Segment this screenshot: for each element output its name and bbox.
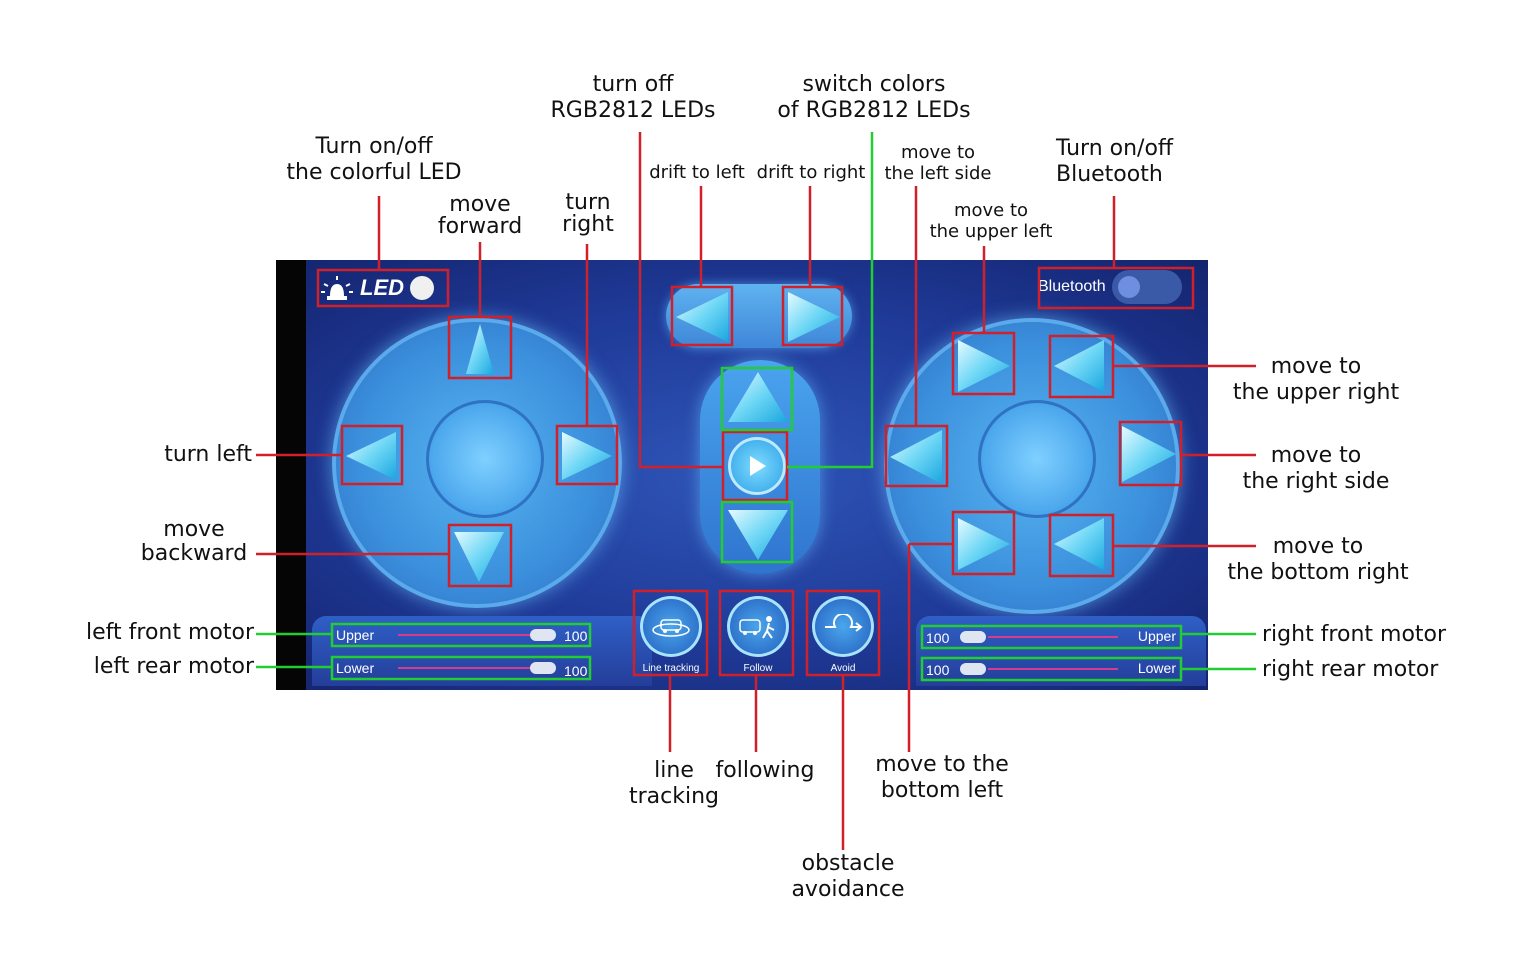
left-rear-slider-label: Lower	[336, 660, 375, 676]
turn-left-arrow-icon[interactable]	[346, 432, 396, 480]
left-front-slider-label: Upper	[336, 627, 375, 643]
annotation-right-rear-motor: right rear motor	[1262, 657, 1439, 682]
right-front-slider-value: 100	[926, 630, 950, 646]
left-front-track	[398, 634, 548, 636]
annotation-drift-right: drift to right	[756, 162, 866, 183]
left-rear-track	[398, 667, 548, 669]
follow-icon	[727, 596, 789, 657]
right-front-thumb[interactable]	[960, 631, 986, 643]
bluetooth-toggle[interactable]: Bluetooth	[1038, 268, 1188, 306]
right-front-slider-label: Upper	[1137, 628, 1176, 644]
left-motor-panel	[312, 616, 652, 686]
move-bottom-right-arrow-icon[interactable]	[1054, 518, 1104, 570]
color-down-arrow-icon[interactable]	[728, 510, 788, 560]
move-upper-right-arrow-icon[interactable]	[1054, 340, 1104, 392]
right-pad-center	[978, 400, 1096, 518]
move-forward-arrow-icon[interactable]	[466, 324, 494, 374]
move-upper-left-arrow-icon[interactable]	[958, 340, 1010, 392]
motor-leader-lines	[256, 132, 1256, 671]
annotation-following: following	[715, 758, 815, 783]
phone-bezel	[276, 260, 306, 690]
right-rear-slider-value: 100	[926, 662, 950, 678]
annotation-left-front-motor: left front motor	[86, 620, 254, 645]
led-label: LED	[360, 275, 404, 300]
function-highlight-boxes	[316, 266, 1195, 677]
left-front-slider-value: 100	[564, 628, 588, 644]
right-rear-slider-label: Lower	[1137, 660, 1176, 676]
function-leader-lines	[256, 132, 1256, 850]
led-switch-knob[interactable]	[410, 276, 434, 300]
avoid-button[interactable]: Avoid	[808, 592, 878, 674]
avoid-label: Avoid	[830, 663, 856, 674]
turn-right-arrow-icon[interactable]	[562, 432, 612, 480]
left-rear-thumb[interactable]	[530, 662, 556, 674]
line-tracking-icon	[640, 596, 702, 657]
robot-control-app: LED Bluetooth Upper 100 Lower 100 100 Up…	[276, 260, 1208, 690]
right-front-motor-slider[interactable]: 100 Upper	[924, 626, 1178, 648]
annotation-right-front-motor: right front motor	[1262, 622, 1447, 647]
left-rear-motor-slider[interactable]: Lower 100	[334, 657, 590, 679]
move-right-side-arrow-icon[interactable]	[1122, 426, 1176, 482]
line-tracking-label: Line tracking	[642, 663, 700, 674]
annotation-drift-left: drift to left	[649, 162, 745, 183]
right-rear-motor-slider[interactable]: 100 Lower	[924, 658, 1178, 680]
move-bottom-left-arrow-icon[interactable]	[958, 518, 1010, 570]
left-rear-slider-value: 100	[564, 663, 588, 679]
move-backward-arrow-icon[interactable]	[454, 532, 504, 582]
left-pad-center	[426, 400, 544, 518]
follow-button[interactable]: Follow	[723, 592, 793, 674]
left-front-motor-slider[interactable]: Upper 100	[334, 624, 590, 646]
color-up-arrow-icon[interactable]	[728, 372, 788, 422]
rgb-off-button[interactable]	[726, 434, 788, 498]
right-rear-thumb[interactable]	[960, 663, 986, 675]
annotation-turn-left: turn left	[164, 442, 252, 467]
siren-icon	[321, 276, 353, 300]
move-left-side-arrow-icon[interactable]	[890, 430, 942, 484]
led-toggle[interactable]: LED	[320, 270, 448, 306]
bluetooth-switch-knob	[1117, 276, 1140, 298]
drift-right-arrow-icon[interactable]	[788, 292, 840, 342]
line-tracking-button[interactable]: Line tracking	[636, 592, 706, 674]
annotation-left-rear-motor: left rear motor	[93, 654, 254, 679]
left-front-thumb[interactable]	[530, 629, 556, 641]
drift-left-arrow-icon[interactable]	[676, 292, 728, 342]
play-icon	[728, 437, 786, 495]
avoid-icon	[812, 596, 874, 657]
follow-label: Follow	[743, 663, 773, 674]
right-rear-track	[988, 668, 1118, 670]
right-front-track	[988, 636, 1118, 638]
bluetooth-switch[interactable]	[1111, 270, 1182, 304]
bluetooth-label: Bluetooth	[1038, 278, 1106, 295]
arrow-buttons-layer	[346, 292, 1176, 582]
